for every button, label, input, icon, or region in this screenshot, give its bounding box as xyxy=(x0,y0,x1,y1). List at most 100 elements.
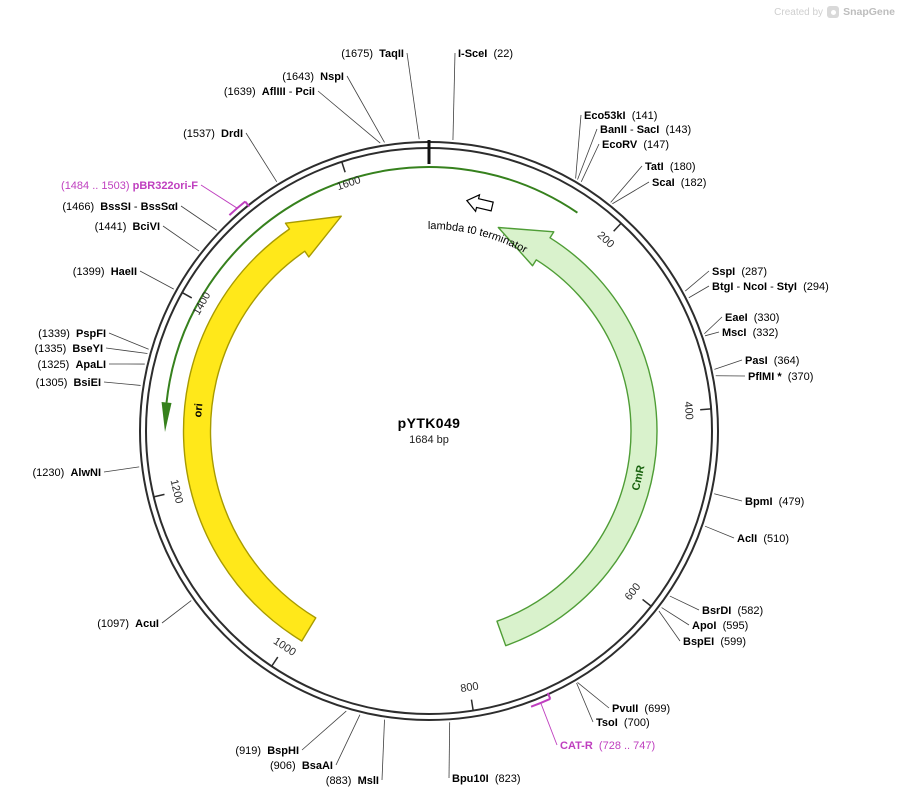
site-label-btgi-ncoi-styi[interactable]: BtgI - NcoI - StyI (294) xyxy=(712,281,829,293)
site-leader-i-scei xyxy=(452,52,456,140)
site-leader-taqii xyxy=(406,52,420,140)
site-label-ecorv[interactable]: EcoRV (147) xyxy=(602,139,669,151)
site-label-taqii[interactable]: (1675) TaqII xyxy=(341,48,404,60)
site-leader-btgi-ncoi-styi xyxy=(688,285,710,299)
site-label-tati[interactable]: TatI (180) xyxy=(645,161,696,173)
site-label-bsphi[interactable]: (919) BspHI xyxy=(235,745,299,757)
scale-tick-200 xyxy=(613,222,622,232)
scale-tick-600 xyxy=(642,598,652,607)
site-leader-msli xyxy=(381,719,385,781)
site-leader-eco53ki xyxy=(575,114,582,179)
scale-tick-1200 xyxy=(153,493,165,498)
plasmid-name: pYTK049 xyxy=(397,415,461,431)
site-leader-apoi xyxy=(661,607,690,626)
scale-tick-800 xyxy=(470,699,474,711)
scale-tick-label-1600: 1600 xyxy=(335,174,362,193)
site-label-banii-saci[interactable]: BanII - SacI (143) xyxy=(600,124,691,136)
site-leader-banii-saci xyxy=(577,128,598,180)
primer-label-pbr322ori-f[interactable]: (1484 .. 1503) pBR322ori-F xyxy=(61,180,198,192)
site-leader-bpmi xyxy=(714,493,743,502)
site-label-scai[interactable]: ScaI (182) xyxy=(652,177,706,189)
watermark-created-by: Created by xyxy=(774,6,824,18)
site-leader-bcivi xyxy=(162,225,200,252)
site-label-pvuii[interactable]: PvuII (699) xyxy=(612,703,670,715)
site-leader-bsiei xyxy=(103,381,141,386)
scale-tick-1000 xyxy=(271,656,279,667)
feature-upstream-span-arc[interactable] xyxy=(165,165,578,403)
site-label-pasi[interactable]: PasI (364) xyxy=(745,355,799,367)
feature-ori-label[interactable]: ori xyxy=(192,403,205,418)
feature-ori-arrow[interactable] xyxy=(182,215,342,642)
site-leader-bsssi-bsss-i xyxy=(180,205,218,231)
site-leader-acli xyxy=(704,525,735,539)
site-label-nspi[interactable]: (1643) NspI xyxy=(282,71,344,83)
feature-cmr-label[interactable]: CmR xyxy=(630,464,647,492)
primer-pbr322ori-f-tip xyxy=(244,200,251,208)
site-label-i-scei[interactable]: I-SceI (22) xyxy=(458,48,513,60)
site-leader-nspi xyxy=(346,75,385,143)
scale-tick-label-600: 600 xyxy=(623,581,644,603)
site-label-bsrdi[interactable]: BsrDI (582) xyxy=(702,605,763,617)
plasmid-size: 1684 bp xyxy=(409,434,449,446)
site-leader-scai xyxy=(612,181,650,205)
scale-tick-label-800: 800 xyxy=(460,680,480,695)
site-leader-ecorv xyxy=(580,143,600,182)
snapgene-logo-icon xyxy=(827,6,840,18)
scale-tick-label-1200: 1200 xyxy=(168,478,185,505)
site-leader-haeii xyxy=(139,270,174,290)
plasmid-title-block: pYTK049 1684 bp xyxy=(398,415,461,446)
site-label-tsoi[interactable]: TsoI (700) xyxy=(596,717,650,729)
site-leader-acui xyxy=(161,600,192,624)
site-label-afliii-pcii[interactable]: (1639) AflIII - PciI xyxy=(224,86,315,98)
site-leader-bsaai xyxy=(335,714,361,766)
snapgene-watermark: Created by SnapGene xyxy=(774,6,895,18)
site-leader-bseyi xyxy=(105,347,148,354)
site-label-bsaai[interactable]: (906) BsaAI xyxy=(270,760,333,772)
site-label-bsiei[interactable]: (1305) BsiEI xyxy=(36,377,101,389)
site-label-msci[interactable]: MscI (332) xyxy=(722,327,778,339)
primer-cat-r-leader xyxy=(540,702,558,746)
site-label-bspei[interactable]: BspEI (599) xyxy=(683,636,746,648)
primer-pbr322ori-f-annotation[interactable] xyxy=(228,200,246,216)
site-leader-bpu10i xyxy=(448,722,451,779)
site-label-acui[interactable]: (1097) AcuI xyxy=(97,618,159,630)
primer-pbr322ori-f-leader xyxy=(200,184,238,209)
site-label-bseyi[interactable]: (1335) BseYI xyxy=(35,343,104,355)
site-leader-pvuii xyxy=(577,682,610,709)
site-label-pspfi[interactable]: (1339) PspFI xyxy=(38,328,106,340)
site-label-bcivi[interactable]: (1441) BciVI xyxy=(95,221,160,233)
feature-lambda-t0-terminator-label[interactable]: lambda t0 terminator xyxy=(428,220,530,256)
site-label-alwni[interactable]: (1230) AlwNI xyxy=(33,467,101,479)
site-leader-tati xyxy=(610,165,643,203)
scale-tick-label-400: 400 xyxy=(682,401,695,420)
site-label-sspi[interactable]: SspI (287) xyxy=(712,266,767,278)
site-label-bsssi-bsss-i[interactable]: (1466) BssSI - BssSαI xyxy=(62,201,178,213)
primer-label-cat-r[interactable]: CAT-R (728 .. 747) xyxy=(560,740,655,752)
site-label-haeii[interactable]: (1399) HaeII xyxy=(73,266,137,278)
site-leader-bspei xyxy=(658,610,681,642)
feature-lambda-t0-terminator-glyph[interactable] xyxy=(465,193,494,213)
scale-tick-label-1000: 1000 xyxy=(271,635,298,659)
site-label-msli[interactable]: (883) MslI xyxy=(326,775,379,787)
site-leader-sspi xyxy=(685,270,710,292)
site-leader-pasi xyxy=(714,359,743,370)
site-label-bpu10i[interactable]: Bpu10I (823) xyxy=(452,773,521,785)
scale-tick-label-200: 200 xyxy=(595,229,617,250)
site-label-apoi[interactable]: ApoI (595) xyxy=(692,620,748,632)
feature-cmr-arrow[interactable] xyxy=(496,226,658,647)
site-leader-drdi xyxy=(245,132,278,183)
site-leader-alwni xyxy=(103,466,140,473)
scale-tick-400 xyxy=(700,408,712,411)
site-label-eaei[interactable]: EaeI (330) xyxy=(725,312,779,324)
site-label-drdi[interactable]: (1537) DrdI xyxy=(183,128,243,140)
primer-cat-r-tip xyxy=(546,692,552,700)
site-label-acli[interactable]: AclI (510) xyxy=(737,533,789,545)
scale-tick-label-1400: 1400 xyxy=(191,290,213,317)
site-label-apali[interactable]: (1325) ApaLI xyxy=(38,359,106,371)
site-label-pflmi[interactable]: PflMI * (370) xyxy=(748,371,813,383)
site-label-eco53ki[interactable]: Eco53kI (141) xyxy=(584,110,657,122)
scale-tick-1400 xyxy=(181,291,193,299)
site-label-bpmi[interactable]: BpmI (479) xyxy=(745,496,804,508)
